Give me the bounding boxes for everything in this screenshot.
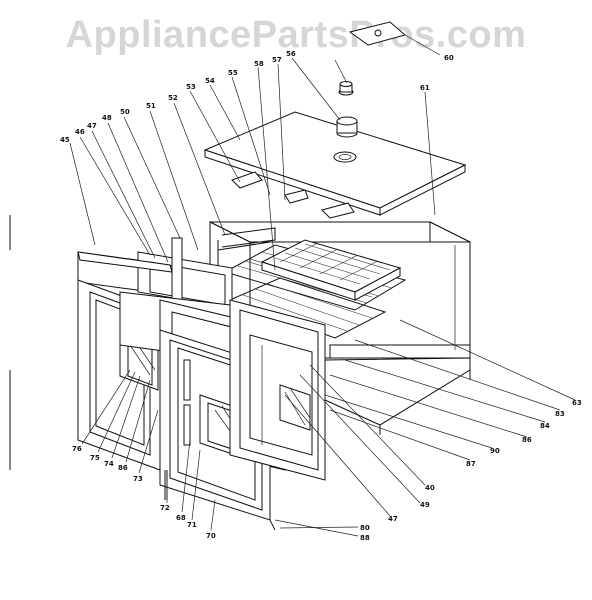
vent-knob bbox=[336, 116, 358, 138]
callout-68: 68 bbox=[176, 514, 186, 522]
callout-52: 52 bbox=[168, 94, 178, 102]
callout-56: 56 bbox=[286, 50, 296, 58]
callout-48: 48 bbox=[102, 114, 112, 122]
leader-lines-bottom bbox=[81, 369, 216, 531]
vent-nut bbox=[338, 81, 354, 96]
callout-86b: 86 bbox=[118, 464, 128, 472]
callout-58: 58 bbox=[254, 60, 264, 68]
callout-71: 71 bbox=[187, 521, 197, 529]
callout-53: 53 bbox=[186, 83, 196, 91]
callout-84: 84 bbox=[540, 422, 550, 430]
callout-88: 88 bbox=[360, 534, 370, 542]
callout-87: 87 bbox=[466, 460, 476, 468]
callout-50: 50 bbox=[120, 108, 130, 116]
callout-70: 70 bbox=[206, 532, 216, 540]
bracket-55 bbox=[284, 189, 309, 204]
callout-47b: 47 bbox=[388, 515, 398, 523]
watermark: AppliancePartsPros.com bbox=[65, 14, 527, 56]
bracket-53 bbox=[231, 171, 263, 189]
leader-lines bbox=[69, 57, 436, 271]
callout-76: 76 bbox=[72, 445, 82, 453]
callout-54: 54 bbox=[205, 77, 215, 85]
callout-75: 75 bbox=[90, 454, 100, 462]
callout-45: 45 bbox=[60, 136, 70, 144]
callout-40: 40 bbox=[425, 484, 435, 492]
callout-60: 60 bbox=[444, 54, 454, 62]
callout-73: 73 bbox=[133, 475, 143, 483]
callout-80: 80 bbox=[360, 524, 370, 532]
top-panel bbox=[203, 111, 467, 216]
callout-57: 57 bbox=[272, 56, 282, 64]
callout-72: 72 bbox=[160, 504, 170, 512]
vent-bracket bbox=[348, 21, 441, 56]
callout-49: 49 bbox=[420, 501, 430, 509]
callout-46: 46 bbox=[75, 128, 85, 136]
oven-rack-lower bbox=[228, 277, 387, 339]
callout-74: 74 bbox=[104, 460, 114, 468]
broiler-pan bbox=[260, 239, 402, 301]
callout-55: 55 bbox=[228, 69, 238, 77]
door-glass-panels-right bbox=[229, 299, 326, 481]
callout-61: 61 bbox=[420, 84, 430, 92]
callout-51: 51 bbox=[146, 102, 156, 110]
leader-lines-right bbox=[274, 319, 576, 537]
callout-90: 90 bbox=[490, 447, 500, 455]
callout-47: 47 bbox=[87, 122, 97, 130]
callout-83: 83 bbox=[555, 410, 565, 418]
bracket-57 bbox=[321, 202, 355, 219]
callout-63: 63 bbox=[572, 399, 582, 407]
callout-86: 86 bbox=[522, 436, 532, 444]
door-glass-panels-left bbox=[77, 237, 233, 309]
